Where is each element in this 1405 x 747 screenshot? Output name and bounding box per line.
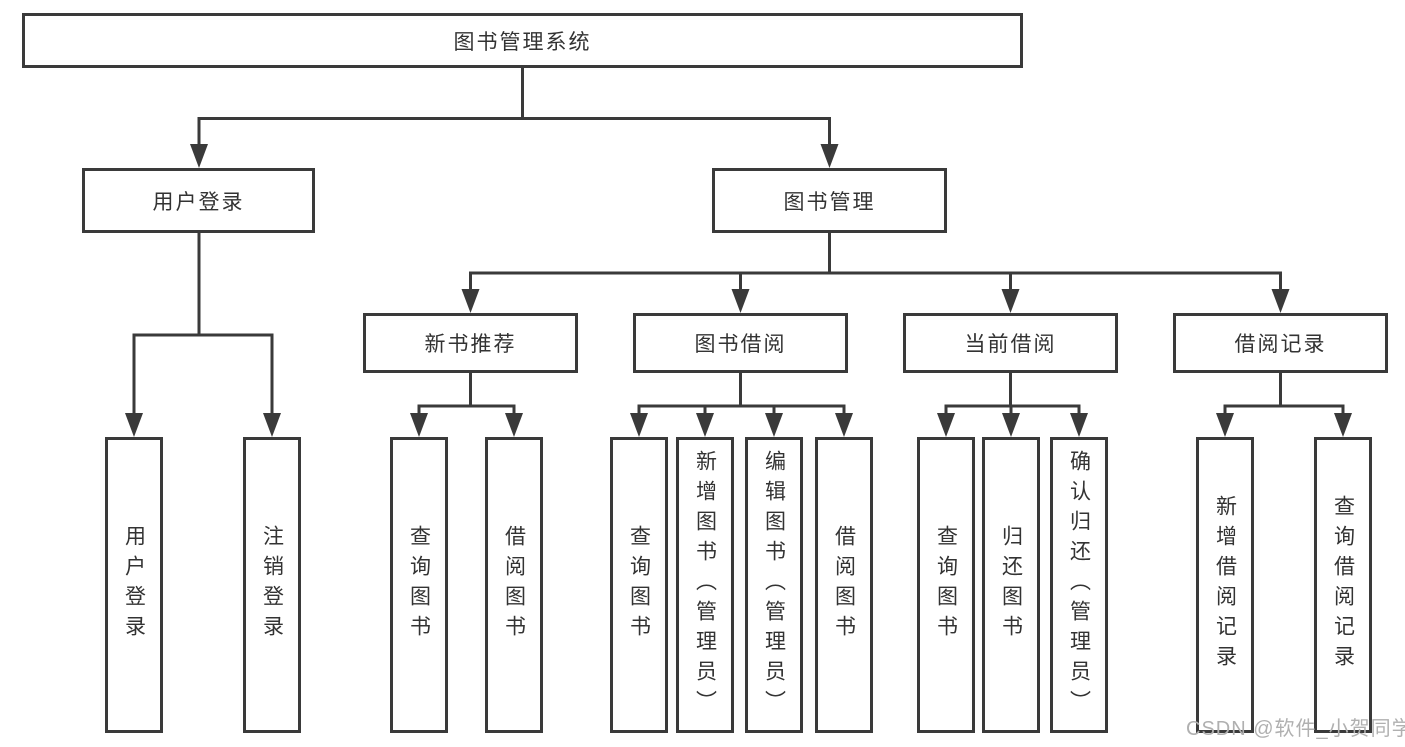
leaf-query-books-borrow: 查询图书 <box>610 437 668 733</box>
leaf-borrow-books: 借阅图书 <box>815 437 873 733</box>
leaf-query-books-recommend: 查询图书 <box>390 437 448 733</box>
leaf-logout: 注销登录 <box>243 437 301 733</box>
leaf-return-books: 归还图书 <box>982 437 1040 733</box>
node-user-login: 用户登录 <box>82 168 315 233</box>
node-book-borrow: 图书借阅 <box>633 313 848 373</box>
leaf-edit-book-admin: 编辑图书（管理员） <box>745 437 803 733</box>
connector-root-to-level2 <box>190 68 839 168</box>
node-book-management: 图书管理 <box>712 168 947 233</box>
leaf-user-login: 用户登录 <box>105 437 163 733</box>
node-current-borrow: 当前借阅 <box>903 313 1118 373</box>
connector-user-login-children <box>125 233 281 437</box>
leaf-confirm-return-admin: 确认归还（管理员） <box>1050 437 1108 733</box>
leaf-query-borrow-record: 查询借阅记录 <box>1314 437 1372 733</box>
node-borrow-records: 借阅记录 <box>1173 313 1388 373</box>
connector-borrow-records-children <box>1216 373 1352 437</box>
csdn-watermark: CSDN @软件_小贺同学 <box>1186 718 1405 740</box>
connector-book-borrow-children <box>630 373 853 437</box>
connector-current-borrow-children <box>937 373 1088 437</box>
connector-new-book-recommend-children <box>410 373 523 437</box>
node-library-management-system: 图书管理系统 <box>22 13 1023 68</box>
leaf-borrow-books-recommend: 借阅图书 <box>485 437 543 733</box>
leaf-query-books-current: 查询图书 <box>917 437 975 733</box>
leaf-add-book-admin: 新增图书（管理员） <box>676 437 734 733</box>
leaf-add-borrow-record: 新增借阅记录 <box>1196 437 1254 733</box>
connector-book-management-children <box>461 233 1290 313</box>
node-new-book-recommend: 新书推荐 <box>363 313 578 373</box>
